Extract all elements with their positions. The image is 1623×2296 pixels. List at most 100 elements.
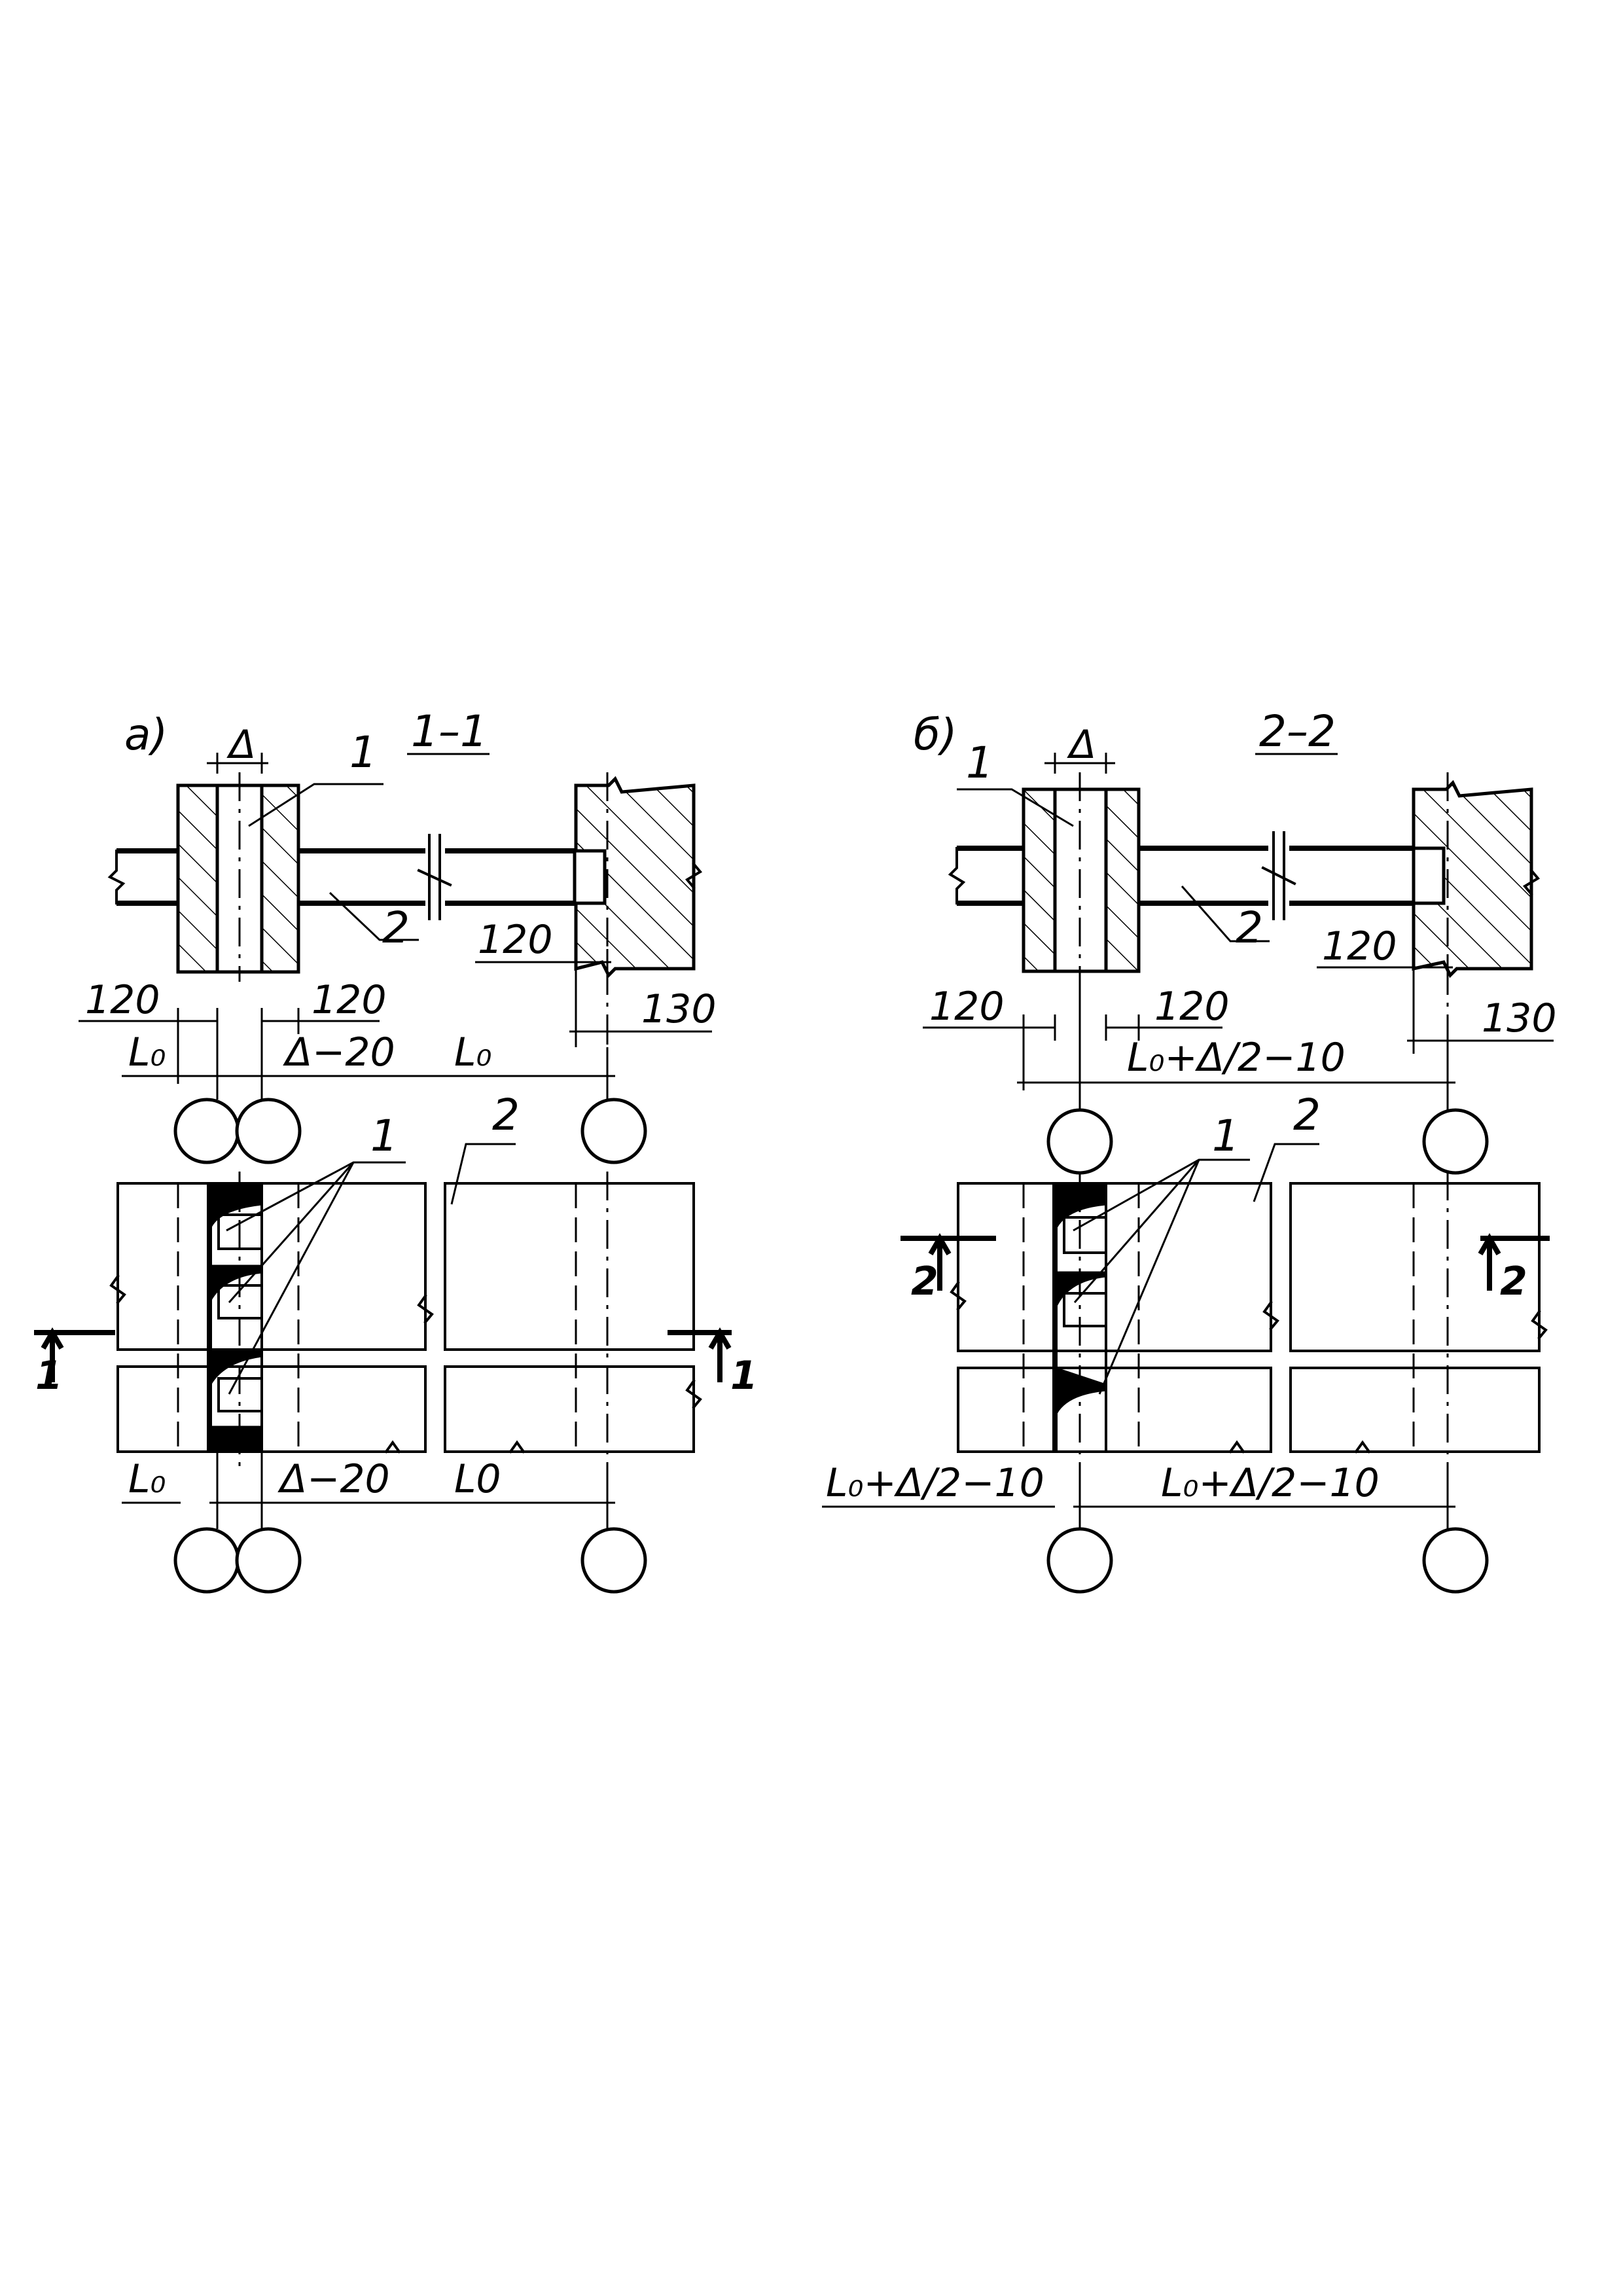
panel-a-plan-callout-1-leaders (226, 1161, 406, 1395)
panel-b-anchor-1-box (1063, 1216, 1107, 1254)
panel-b-plan-break-bottom (1228, 1440, 1245, 1454)
panel-b-cut-mark-left: 2 (911, 1259, 938, 1304)
panel-a-plan-break-left (109, 1274, 126, 1304)
panel-b-anchor-2-box (1063, 1292, 1107, 1327)
panel-b-plan-callout-1-leaders (1073, 1158, 1250, 1395)
panel-b-section-title: 2–2 (1259, 706, 1336, 757)
panel-b-slab-break-mid (1261, 831, 1296, 920)
panel-a-plan-callout-2: 2 (492, 1090, 520, 1140)
panel-b-dim-120-right-line (1105, 1014, 1222, 1041)
panel-a-wall-break (685, 862, 703, 889)
panel-b-dim-span-line (1017, 982, 1455, 1113)
panel-a-wall (574, 776, 696, 978)
panel-a-slab-bearing (573, 849, 607, 905)
panel-b-cut-mark-right: 2 (1500, 1259, 1527, 1304)
panel-a-axis-bubble-1 (173, 1098, 240, 1164)
panel-a-anchor-1 (208, 1182, 263, 1202)
panel-a-dim-120-wall: 120 (478, 917, 553, 963)
panel-b-wall-break (1522, 869, 1541, 896)
panel-b-plan-slab-top-left (957, 1182, 1272, 1352)
panel-a-plan-axis-bubble-1 (173, 1527, 240, 1594)
panel-a-anchor-4 (208, 1426, 263, 1453)
panel-a-cut-arrow-right (708, 1327, 732, 1382)
panel-b-plan-callout-2-leader (1253, 1143, 1319, 1202)
panel-a-plan-callout-1: 1 (370, 1111, 398, 1161)
panel-b-dim-130: 130 (1482, 996, 1557, 1041)
panel-b-plan-break-right (1531, 1310, 1548, 1340)
panel-b-column-left-half (1022, 787, 1057, 973)
panel-a-dim-delta-line (207, 753, 268, 774)
panel-a-cut-arrow-left (41, 1327, 64, 1382)
panel-a-column-left-half (176, 783, 219, 974)
panel-a-dim-l0-left: L₀ (128, 1030, 166, 1075)
panel-a-plan-slab-bottom-right (444, 1365, 695, 1453)
panel-a-plan-dim-l0-right: L0 (454, 1456, 501, 1502)
panel-a-callout-1: 1 (349, 727, 377, 778)
panel-a-callout-2-leader (329, 891, 419, 941)
panel-a-dim-120-right-line (260, 1008, 380, 1034)
panel-b-plan-axis-bubble-1 (1046, 1527, 1113, 1594)
panel-a-callout-1-leader (248, 783, 383, 827)
panel-a-dim-120-left-line (79, 1008, 219, 1034)
panel-a-axis-bubble-3 (580, 1098, 647, 1164)
panel-a-letter: a) (124, 709, 168, 760)
panel-b-callout-2: 2 (1236, 903, 1263, 953)
panel-a-section-view (107, 772, 703, 1034)
panel-a-anchor-3-box (217, 1377, 263, 1412)
panel-b-anchor-1 (1054, 1182, 1107, 1202)
panel-b-letter: б) (914, 709, 957, 760)
panel-a-plan-callout-2-leader (450, 1143, 516, 1205)
panel-b-axis-bubble-1 (1046, 1108, 1113, 1175)
panel-a-plan-break-bottom (384, 1440, 401, 1454)
panel-a-plan-axis-bubble-2 (235, 1527, 302, 1594)
panel-a-dim-chain-line (122, 1034, 615, 1089)
panel-b-plan-break-left (950, 1281, 967, 1311)
panel-a-dim-120-right: 120 (312, 977, 387, 1023)
panel-b-plan-callout-1: 1 (1212, 1111, 1240, 1161)
panel-a: a) 1–1 1 2 Δ 120 120 (34, 706, 758, 1594)
panel-b-plan-axis-bubble-2 (1422, 1527, 1489, 1594)
panel-b-plan-view (950, 1172, 1548, 1466)
panel-b-cut-arrow-left (928, 1233, 952, 1291)
panel-a-dim-120-wall-line (475, 949, 611, 975)
panel-a-plan-dim-line (209, 1452, 615, 1529)
panel-a-slab-break-left (107, 850, 126, 905)
panel-a-dim-delta: Δ (226, 722, 256, 768)
panel-a-plan-view (109, 1172, 702, 1466)
panel-b-dim-120-left: 120 (929, 984, 1005, 1030)
panel-a-dim-l0-right: L₀ (454, 1030, 491, 1075)
panel-b-plan-break-bottom-2 (1354, 1440, 1371, 1454)
panel-b-plan-break-mid (1262, 1300, 1279, 1331)
panel-b-section-view (948, 772, 1541, 1047)
panel-a-plan-dim-l0-left: L₀ (128, 1456, 166, 1502)
panel-b-callout-2-leader (1181, 886, 1270, 942)
panel-b-dim-130-line (1407, 980, 1554, 1054)
panel-b-dim-120-right: 120 (1154, 984, 1230, 1030)
panel-b-plan-dim-left: L₀+Δ/2−10 (826, 1460, 1044, 1506)
panel-b-wall (1412, 780, 1533, 978)
panel-b-plan-slab-bottom-left (957, 1367, 1272, 1453)
panel-a-dim-gap: Δ−20 (283, 1030, 395, 1075)
panel-b-plan-dim-line (1073, 1466, 1455, 1529)
panel-a-plan-slab-top-right (444, 1182, 695, 1351)
panel-a-dim-120-left: 120 (85, 977, 160, 1023)
panel-b-plan-slab-bottom-right (1289, 1367, 1541, 1453)
panel-a-cut-mark-right: 1 (730, 1353, 758, 1399)
panel-b-dim-span: L₀+Δ/2−10 (1127, 1035, 1346, 1081)
panel-b-slab-break-left (948, 847, 966, 905)
panel-b-plan-slab-top-right (1289, 1182, 1541, 1352)
panel-a-plan-dim-gap: Δ−20 (277, 1456, 390, 1502)
panel-b-column-right-half (1104, 787, 1141, 973)
panel-b-plan-dim-right: L₀+Δ/2−10 (1161, 1460, 1380, 1506)
panel-b-callout-1: 1 (966, 738, 993, 788)
panel-a-dim-130: 130 (641, 986, 717, 1032)
panel-b-dim-delta-line (1044, 753, 1115, 774)
panel-b-callout-1-leader (957, 788, 1074, 827)
panel-a-callout-2: 2 (382, 903, 410, 953)
panel-b-plan-callout-2: 2 (1293, 1090, 1321, 1140)
panel-a-anchor-1-box (217, 1213, 263, 1250)
panel-b-dim-120-left-line (923, 1014, 1056, 1041)
panel-a-section-title: 1–1 (411, 706, 488, 757)
panel-a-plan-slab-bottom-left (116, 1365, 427, 1453)
